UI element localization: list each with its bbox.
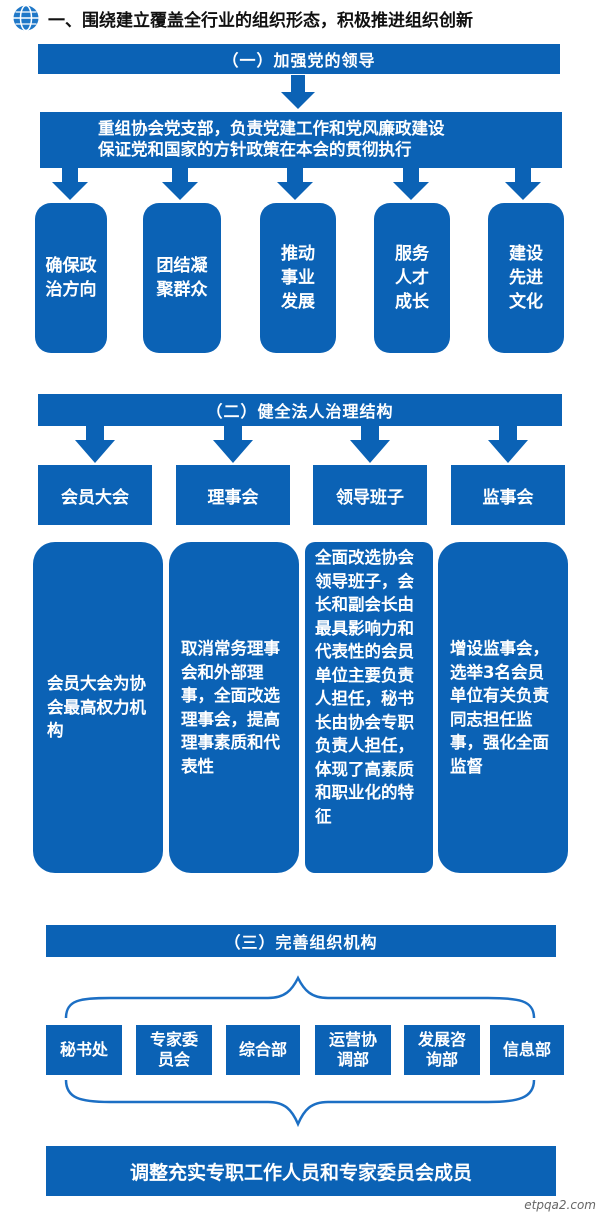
card-unite-masses: 团结凝聚群众 bbox=[143, 203, 221, 353]
dept-label: 专家委员会 bbox=[149, 1030, 198, 1069]
card-label: 服务人才成长 bbox=[395, 244, 429, 312]
arrow-icon bbox=[162, 168, 198, 200]
desc-leadership: 全面改选协会领导班子，会长和副会长由最具影响力和代表性的会员单位主要负责人担任，… bbox=[305, 542, 433, 873]
desc-text: 全面改选协会领导班子，会长和副会长由最具影响力和代表性的会员单位主要负责人担任，… bbox=[315, 548, 414, 826]
section2-title: （二）健全法人治理结构 bbox=[38, 394, 562, 426]
card-label: 确保政治方向 bbox=[45, 256, 97, 300]
page-title: 一、围绕建立覆盖全行业的组织形态，积极推进组织创新 bbox=[48, 11, 473, 31]
arrow-icon bbox=[281, 75, 315, 109]
desc-text: 增设监事会，选举3名会员单位有关负责同志担任监事，强化全面监督 bbox=[450, 639, 549, 776]
statement-line-1: 重组协会党支部，负责党建工作和党风廉政建设 bbox=[98, 119, 445, 138]
card-political-direction: 确保政治方向 bbox=[35, 203, 107, 353]
card-advanced-culture: 建设先进文化 bbox=[488, 203, 564, 353]
body-council: 理事会 bbox=[176, 465, 290, 525]
desc-general-assembly: 会员大会为协会最高权力机构 bbox=[33, 542, 163, 873]
body-leadership: 领导班子 bbox=[313, 465, 427, 525]
dept-operations: 运营协调部 bbox=[315, 1025, 391, 1075]
arrow-icon bbox=[505, 168, 541, 200]
dept-label: 运营协调部 bbox=[328, 1030, 377, 1069]
desc-council: 取消常务理事会和外部理事，全面改选理事会，提高理事素质和代表性 bbox=[169, 542, 299, 873]
header: 一、围绕建立覆盖全行业的组织形态，积极推进组织创新 bbox=[0, 0, 600, 38]
dept-secretariat: 秘书处 bbox=[46, 1025, 122, 1075]
brace-top bbox=[64, 975, 536, 1019]
card-promote-development: 推动事业发展 bbox=[260, 203, 336, 353]
body-supervisory-board: 监事会 bbox=[451, 465, 565, 525]
arrow-icon bbox=[75, 426, 115, 463]
arrow-icon bbox=[277, 168, 313, 200]
brace-bottom bbox=[64, 1079, 536, 1128]
section3-title: （三）完善组织机构 bbox=[46, 925, 556, 957]
card-label: 团结凝聚群众 bbox=[156, 256, 208, 300]
dept-information: 信息部 bbox=[490, 1025, 564, 1075]
section1-title: （一）加强党的领导 bbox=[38, 44, 560, 74]
statement-line-2: 保证党和国家的方针政策在本会的贯彻执行 bbox=[98, 140, 412, 159]
desc-text: 会员大会为协会最高权力机构 bbox=[47, 674, 146, 741]
desc-text: 取消常务理事会和外部理事，全面改选理事会，提高理事素质和代表性 bbox=[181, 639, 280, 776]
arrow-icon bbox=[393, 168, 429, 200]
card-label: 推动事业发展 bbox=[281, 244, 315, 312]
desc-supervisory-board: 增设监事会，选举3名会员单位有关负责同志担任监事，强化全面监督 bbox=[438, 542, 568, 873]
arrow-icon bbox=[488, 426, 528, 463]
section3-footer: 调整充实专职工作人员和专家委员会成员 bbox=[46, 1146, 556, 1196]
arrow-icon bbox=[213, 426, 253, 463]
card-talent-growth: 服务人才成长 bbox=[374, 203, 450, 353]
dept-label: 发展咨询部 bbox=[417, 1030, 466, 1069]
dept-general: 综合部 bbox=[226, 1025, 300, 1075]
party-branch-statement: 重组协会党支部，负责党建工作和党风廉政建设 保证党和国家的方针政策在本会的贯彻执… bbox=[40, 112, 562, 168]
body-general-assembly: 会员大会 bbox=[38, 465, 152, 525]
watermark: etpqa2.com bbox=[524, 1198, 596, 1212]
arrow-icon bbox=[52, 168, 88, 200]
card-label: 建设先进文化 bbox=[509, 244, 543, 312]
globe-icon bbox=[13, 4, 39, 32]
dept-consulting: 发展咨询部 bbox=[404, 1025, 480, 1075]
arrow-icon bbox=[350, 426, 390, 463]
dept-expert-committee: 专家委员会 bbox=[136, 1025, 212, 1075]
